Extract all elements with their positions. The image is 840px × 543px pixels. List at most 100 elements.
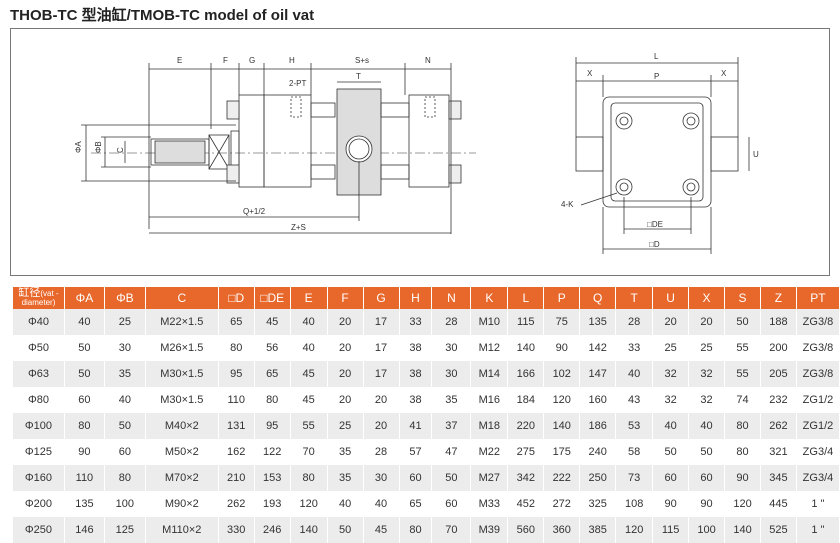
table-cell: 73 <box>616 465 653 491</box>
table-cell: ZG3/8 <box>796 361 839 387</box>
table-cell: 131 <box>218 413 254 439</box>
col-header: C <box>145 287 218 309</box>
table-cell: 20 <box>338 342 352 354</box>
col-header-sub: (vat -diameter) <box>21 289 59 307</box>
table-cell: 65 <box>254 361 290 387</box>
table-cell: 115 <box>508 309 544 335</box>
table-cell: 90 <box>725 465 760 491</box>
table-cell: 166 <box>508 361 544 387</box>
table-cell: 35 <box>445 394 458 406</box>
table-cell: M14 <box>471 361 508 387</box>
dim-label-t: T <box>356 72 361 81</box>
page-title: THOB-TC 型油缸/TMOB-TC model of oil vat <box>10 7 315 24</box>
table-cell: M12 <box>478 342 501 354</box>
table-cell: 41 <box>399 413 432 439</box>
table-cell: 57 <box>409 446 422 458</box>
table-cell: 80 <box>290 465 327 491</box>
col-header: □D <box>218 287 254 309</box>
table-cell: 80 <box>104 465 145 491</box>
table-cell: 17 <box>363 361 399 387</box>
table-cell: 80 <box>736 446 749 458</box>
table-cell: 74 <box>736 394 749 406</box>
col-header: T <box>616 287 653 309</box>
table-cell: M39 <box>471 517 508 543</box>
table-cell: 28 <box>432 309 471 335</box>
table-cell: ZG1/2 <box>802 394 834 406</box>
table-cell: 272 <box>552 498 571 510</box>
table-cell: 80 <box>230 342 243 354</box>
table-cell: 452 <box>516 498 535 510</box>
table-cell: 58 <box>628 446 641 458</box>
table-cell: 17 <box>374 342 388 354</box>
table-cell: 90 <box>555 342 568 354</box>
table-cell: 120 <box>299 498 318 510</box>
table-cell: 35 <box>327 465 363 491</box>
table-cell: 115 <box>653 517 689 543</box>
table-cell: 43 <box>628 394 641 406</box>
table-cell: 445 <box>769 498 788 510</box>
table-cell: 1 " <box>796 517 839 543</box>
table-cell: 560 <box>508 517 544 543</box>
table-cell: 60 <box>689 465 725 491</box>
table-cell: 120 <box>733 498 752 510</box>
table-cell: 50 <box>64 361 104 387</box>
table-cell: 330 <box>218 517 254 543</box>
table-cell: 140 <box>544 413 580 439</box>
table-cell: 147 <box>580 361 616 387</box>
table-cell: 146 <box>64 517 104 543</box>
table-cell: 60 <box>445 498 458 510</box>
col-header: X <box>689 287 725 309</box>
col-header: □DE <box>254 287 290 309</box>
table-cell: 135 <box>580 309 616 335</box>
table-cell: 193 <box>263 498 282 510</box>
table-cell: 70 <box>302 446 315 458</box>
row-label: Φ50 <box>27 342 49 354</box>
table-cell: 17 <box>363 309 399 335</box>
table-cell: 20 <box>374 394 388 406</box>
table-cell: M10 <box>471 309 508 335</box>
table-cell: 102 <box>544 361 580 387</box>
row-label: Φ80 <box>27 394 49 406</box>
table-cell: 37 <box>432 413 471 439</box>
table-cell: 385 <box>580 517 616 543</box>
dim-label-e: E <box>177 56 182 65</box>
table-cell: 120 <box>552 394 571 406</box>
table-cell: 50 <box>725 309 760 335</box>
table-cell: ZG3/8 <box>796 309 839 335</box>
table-cell: 90 <box>700 498 713 510</box>
table-cell: 40 <box>302 342 315 354</box>
table-cell: M22×1.5 <box>145 309 218 335</box>
row-label: Φ63 <box>13 361 64 387</box>
table-cell: 80 <box>266 394 279 406</box>
table-cell: 28 <box>374 446 388 458</box>
table-cell: 20 <box>363 413 399 439</box>
table-cell: 30 <box>118 342 131 354</box>
col-header: Q <box>580 287 616 309</box>
dim-label-g: G <box>249 56 255 65</box>
table-cell: 222 <box>544 465 580 491</box>
col-header: P <box>544 287 580 309</box>
table-cell: 275 <box>516 446 535 458</box>
table-cell: 345 <box>760 465 796 491</box>
table-cell: 53 <box>616 413 653 439</box>
table-cell: 32 <box>664 394 677 406</box>
table-cell: 45 <box>363 517 399 543</box>
table-cell: 80 <box>725 413 760 439</box>
table-cell: M16 <box>478 394 501 406</box>
table-cell: 80 <box>399 517 432 543</box>
table-cell: 45 <box>290 361 327 387</box>
table-cell: 246 <box>254 517 290 543</box>
table-cell: 40 <box>653 413 689 439</box>
table-cell: 95 <box>218 361 254 387</box>
table-cell: 45 <box>302 394 315 406</box>
table-cell: 186 <box>580 413 616 439</box>
dim-label-2-pt: 2-PT <box>289 79 306 88</box>
table-cell: 250 <box>580 465 616 491</box>
table-cell: 28 <box>616 309 653 335</box>
table-cell: 35 <box>338 446 352 458</box>
table-cell: 35 <box>104 361 145 387</box>
